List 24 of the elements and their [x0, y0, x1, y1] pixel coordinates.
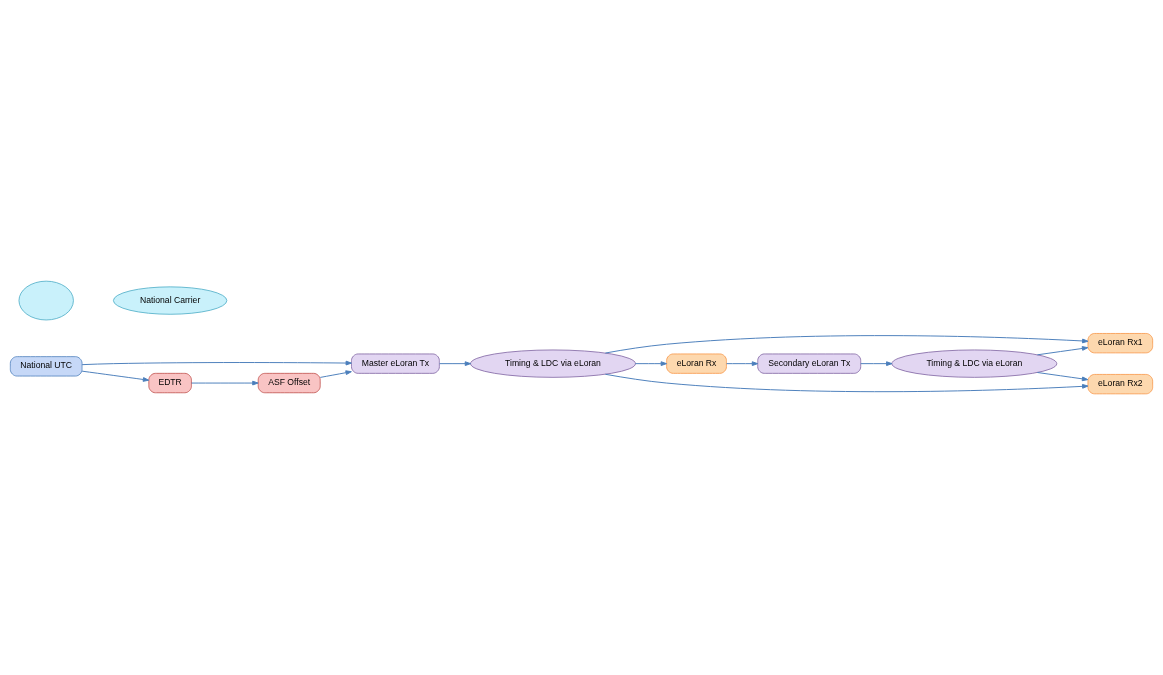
node-box: Master eLoran Tx	[351, 353, 440, 374]
arrow	[604, 373, 1089, 393]
node-box: eLoran Rx	[666, 353, 727, 374]
node-ellipse: Timing & LDC via eLoran	[470, 349, 636, 378]
node-box: eLoran Rx2	[1087, 374, 1154, 395]
node-box: EDTR	[148, 372, 192, 394]
node-box: National UTC	[9, 356, 83, 377]
arrow	[726, 361, 759, 367]
node-ellipse: National Carrier	[113, 286, 228, 315]
arrow	[1036, 346, 1089, 356]
arrow	[191, 380, 259, 386]
arrow	[81, 360, 352, 366]
node-cloud	[18, 280, 74, 321]
node-box: ASF Offset	[257, 372, 321, 394]
node-box: eLoran Rx1	[1087, 333, 1154, 354]
arrow	[81, 370, 150, 382]
arrow	[439, 361, 472, 367]
arrow	[860, 361, 893, 367]
arrow	[319, 370, 352, 378]
arrow	[604, 335, 1089, 354]
arrow	[1036, 372, 1089, 382]
node-ellipse: Timing & LDC via eLoran	[891, 349, 1058, 378]
node-box: Secondary eLoran Tx	[757, 353, 862, 374]
arrow	[634, 361, 667, 367]
